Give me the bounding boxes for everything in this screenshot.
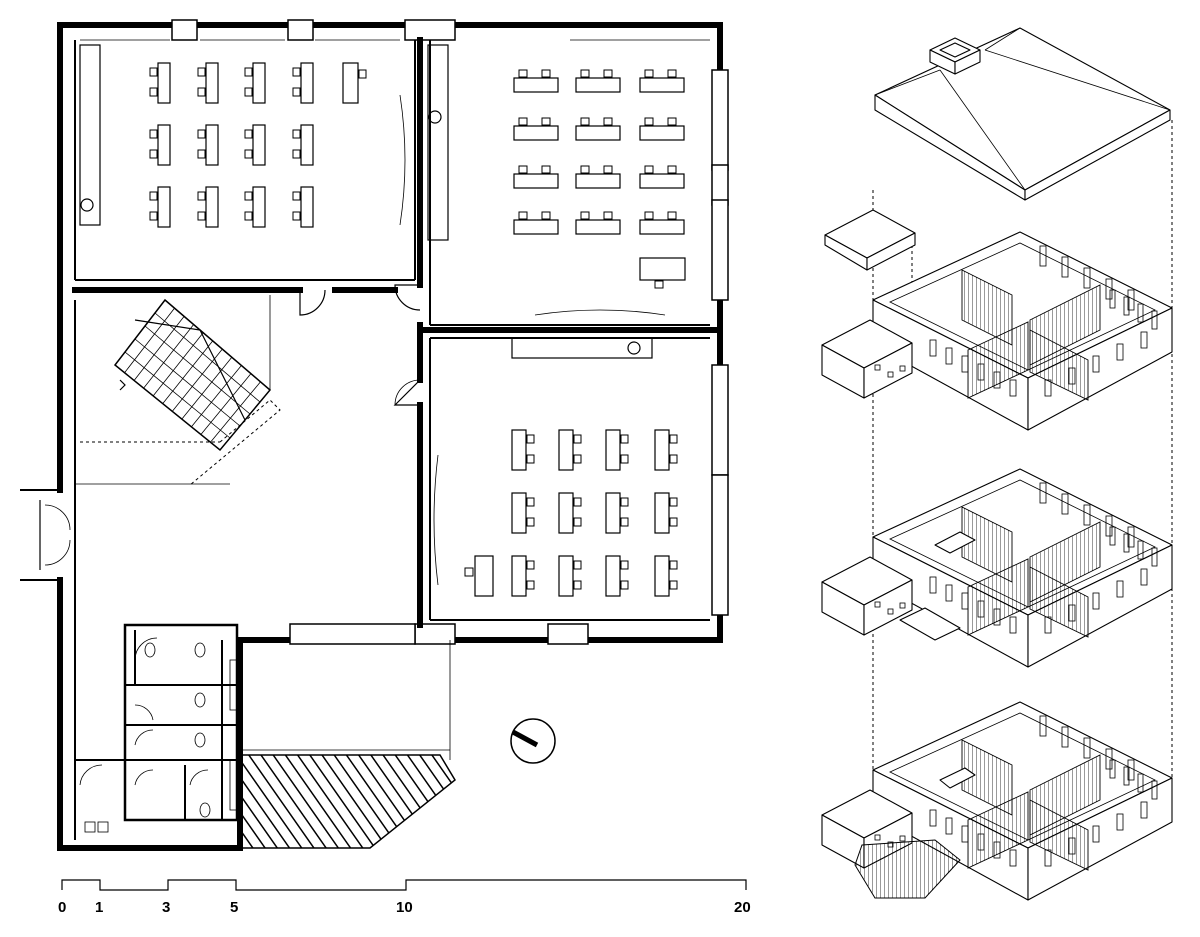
scale-label-10: 10 <box>396 899 413 916</box>
scale-label-0: 0 <box>58 899 66 916</box>
classroom-desks-south-east <box>464 429 678 597</box>
floor-plan <box>20 19 729 851</box>
toilet-block <box>75 623 241 833</box>
staircase <box>75 295 281 486</box>
outer-walls <box>20 19 729 851</box>
compass-icon <box>510 718 556 764</box>
classroom-desks-north-east <box>513 69 686 289</box>
ground-floor-axonometric <box>821 701 1173 901</box>
roof <box>874 27 1171 201</box>
middle-floor-axonometric <box>821 468 1173 668</box>
upper-floor-axonometric <box>821 231 1173 431</box>
terrace <box>239 640 456 849</box>
annex-roof <box>824 209 916 271</box>
exploded-axonometric <box>821 27 1173 901</box>
interior-walls <box>72 37 718 840</box>
scale-bar: 0 1 3 5 10 20 <box>58 879 751 916</box>
classroom-desks-north-west <box>149 62 367 228</box>
scale-label-20: 20 <box>734 899 751 916</box>
scale-label-5: 5 <box>230 899 238 916</box>
scale-label-1: 1 <box>95 899 103 916</box>
scale-label-3: 3 <box>162 899 170 916</box>
